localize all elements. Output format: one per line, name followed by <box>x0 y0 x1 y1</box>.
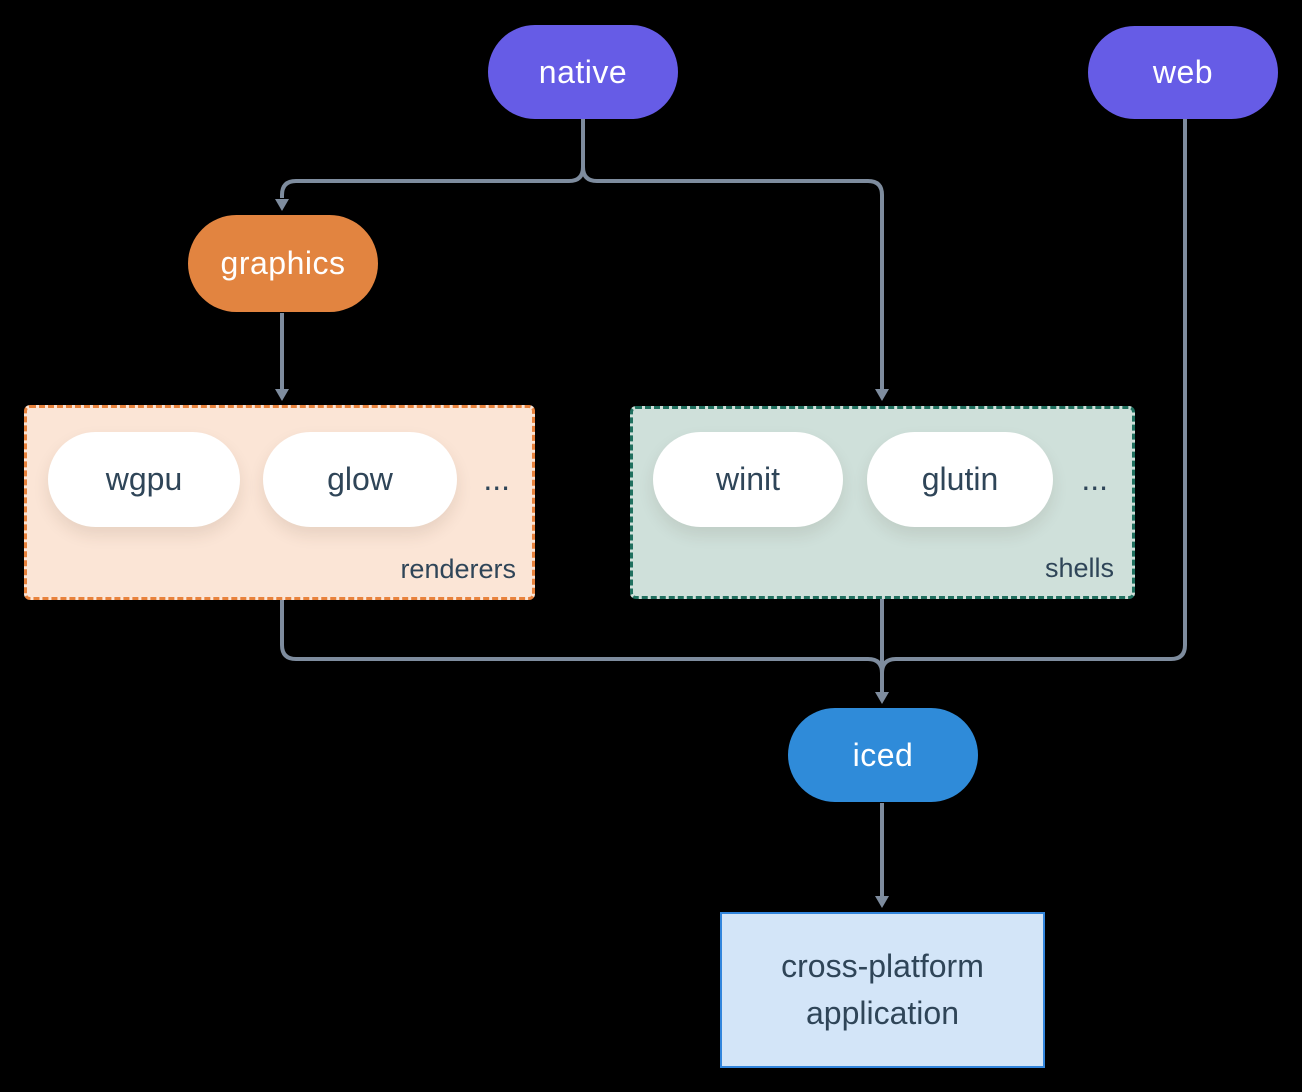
node-graphics: graphics <box>188 215 378 312</box>
group-renderers-label: renderers <box>400 554 516 584</box>
node-native: native <box>488 25 678 119</box>
arrowhead-to-application <box>875 896 889 908</box>
node-wgpu-label: wgpu <box>105 461 183 497</box>
node-winit: winit <box>653 432 843 527</box>
renderers-ellipsis: ... <box>483 461 510 497</box>
arrowhead-to-graphics <box>275 199 289 211</box>
node-native-label: native <box>538 53 628 90</box>
application-label-line2: application <box>806 995 959 1031</box>
edge-native-graphics <box>280 119 585 198</box>
node-iced: iced <box>788 708 978 802</box>
shells-ellipsis: ... <box>1081 461 1108 497</box>
application-label-line1: cross-platform <box>781 948 984 984</box>
arrowhead-to-shells <box>875 389 889 401</box>
node-graphics-label: graphics <box>220 245 346 281</box>
group-renderers: wgpu glow ... renderers <box>24 405 535 600</box>
node-iced-label: iced <box>852 736 914 773</box>
group-shells-label: shells <box>1044 553 1114 583</box>
node-glutin: glutin <box>867 432 1053 527</box>
node-winit-label: winit <box>715 461 780 497</box>
node-glow: glow <box>263 432 457 527</box>
node-glutin-label: glutin <box>921 461 999 497</box>
node-glow-label: glow <box>327 461 393 497</box>
arrowhead-to-renderers <box>275 389 289 401</box>
group-shells: winit glutin ... shells <box>630 406 1135 599</box>
node-web-label: web <box>1152 54 1214 90</box>
node-wgpu: wgpu <box>48 432 240 527</box>
edge-native-shells <box>581 166 884 389</box>
edge-renderers-iced <box>280 600 884 674</box>
arrowhead-to-iced <box>875 692 889 704</box>
node-cross-platform-application: cross-platform application <box>720 912 1045 1068</box>
node-web: web <box>1088 26 1278 119</box>
